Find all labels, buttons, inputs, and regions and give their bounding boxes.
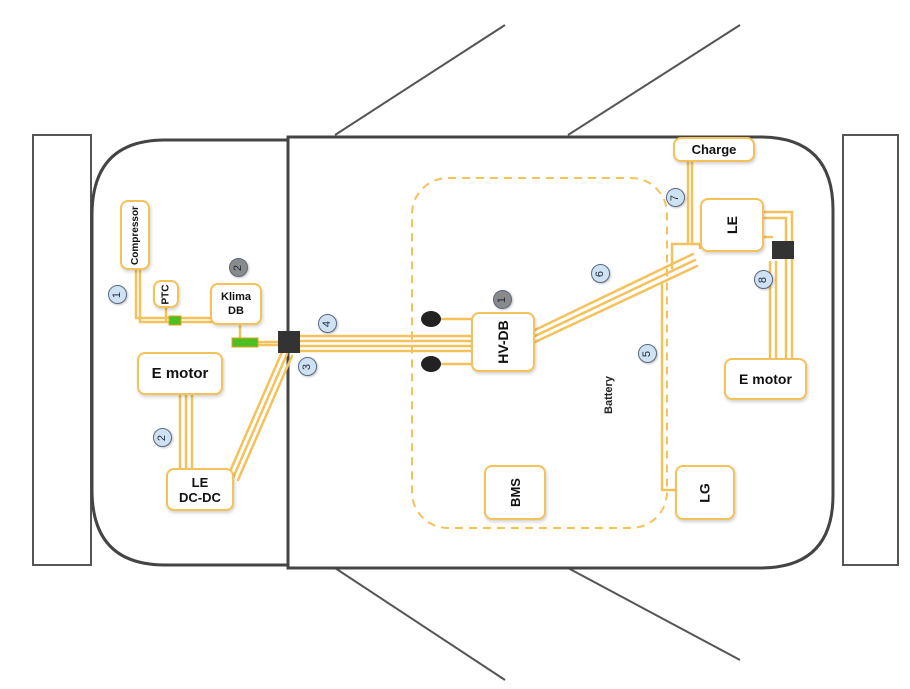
badge-6: 6: [591, 264, 610, 283]
cable-le-rear: [760, 210, 794, 362]
cables: [134, 160, 794, 492]
badge-8: 8: [754, 270, 773, 289]
badge-1-hvdb: 1: [493, 290, 512, 309]
connector-green-klima: [231, 337, 259, 348]
badge-1-front: 1: [108, 285, 127, 304]
compressor-label: Compressor: [129, 205, 141, 265]
badge-5: 5: [638, 344, 657, 363]
left-side-bar: [32, 134, 92, 566]
charge-label: Charge: [691, 142, 737, 157]
hvdb-terminal-bottom: [421, 356, 441, 372]
diagonal-top-left: [334, 24, 506, 136]
klima-db-label: Klima DB: [221, 291, 251, 317]
badge-7: 7: [666, 188, 685, 207]
battery-label: Battery: [603, 376, 615, 414]
bms-box: BMS: [484, 465, 546, 520]
diagonal-bottom-right: [567, 567, 741, 661]
lg-box: LG: [675, 465, 735, 520]
connector-green-small: [168, 315, 182, 326]
hv-db-box: HV-DB: [471, 312, 535, 372]
e-motor-front-box: E motor: [137, 352, 223, 395]
badge-4: 4: [318, 314, 337, 333]
e-motor-rear-label: E motor: [739, 371, 792, 387]
hvdb-terminal-top: [421, 311, 441, 327]
cable-hvdb-rear: [533, 252, 695, 332]
lg-label: LG: [696, 482, 713, 503]
cable-compressor: [134, 268, 214, 320]
junction-box-front: [278, 331, 300, 353]
klima-db-box: Klima DB: [210, 283, 262, 325]
body-diagonals: [334, 24, 741, 681]
badge-2-klima: 2: [229, 258, 248, 277]
ptc-box: PTC: [153, 280, 179, 308]
cable-ledcdc-junction: [226, 350, 284, 478]
ptc-label: PTC: [160, 284, 172, 304]
le-rear-label: LE: [723, 216, 740, 234]
diagonal-top-right: [567, 24, 741, 136]
battery-outline: [411, 177, 668, 529]
junction-box-rear: [772, 241, 794, 259]
le-dcdc-box: LE DC-DC: [166, 468, 234, 511]
le-dcdc-label: LE DC-DC: [179, 474, 221, 505]
charge-box: Charge: [673, 137, 755, 162]
badge-3: 3: [298, 357, 317, 376]
diagonal-bottom-left: [334, 567, 506, 681]
e-motor-rear-box: E motor: [724, 358, 807, 400]
hv-db-label: HV-DB: [495, 320, 511, 364]
bms-label: BMS: [507, 478, 523, 507]
right-side-bar: [842, 134, 899, 566]
compressor-box: Compressor: [120, 200, 150, 270]
badge-2-front-motor: 2: [153, 428, 172, 447]
le-rear-box: LE: [700, 198, 764, 252]
e-motor-front-label: E motor: [151, 365, 209, 382]
